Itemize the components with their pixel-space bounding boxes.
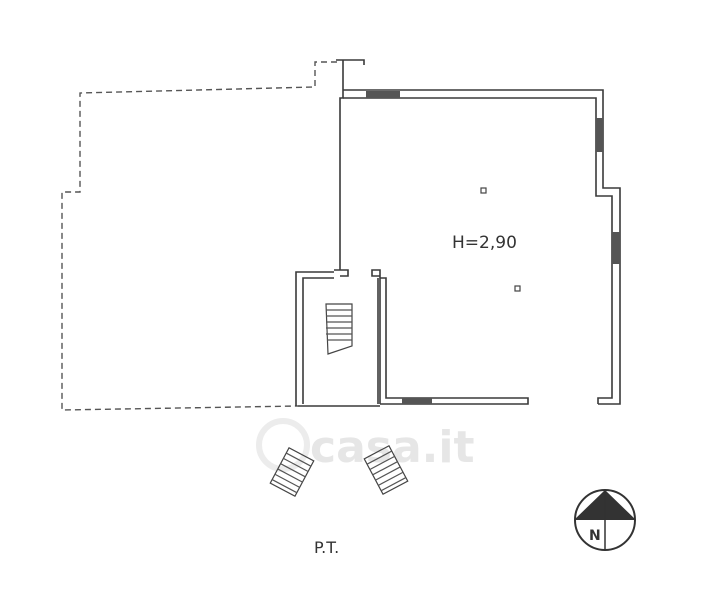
watermark-text: casa.it <box>310 422 474 473</box>
windows <box>366 91 620 404</box>
column-1 <box>480 187 487 194</box>
interior-stair <box>325 303 353 355</box>
watermark-home-icon <box>256 418 310 472</box>
column-2 <box>514 285 521 292</box>
room-height-label: H=2,90 <box>452 233 517 253</box>
main-room-walls <box>336 59 621 405</box>
north-arrow-icon: N <box>574 489 636 551</box>
exterior-steps-right <box>363 444 409 496</box>
window-top <box>366 91 400 98</box>
window-right-upper <box>596 118 603 152</box>
north-letter: N <box>589 528 601 544</box>
window-right-lower <box>612 232 620 264</box>
window-bottom <box>402 398 432 404</box>
floor-label: P.T. <box>314 538 339 557</box>
columns <box>480 187 521 292</box>
terrace-outline <box>61 61 337 411</box>
stair-room-walls <box>295 269 380 407</box>
watermark: casa.it <box>256 418 474 473</box>
exterior-steps-left <box>269 446 315 498</box>
